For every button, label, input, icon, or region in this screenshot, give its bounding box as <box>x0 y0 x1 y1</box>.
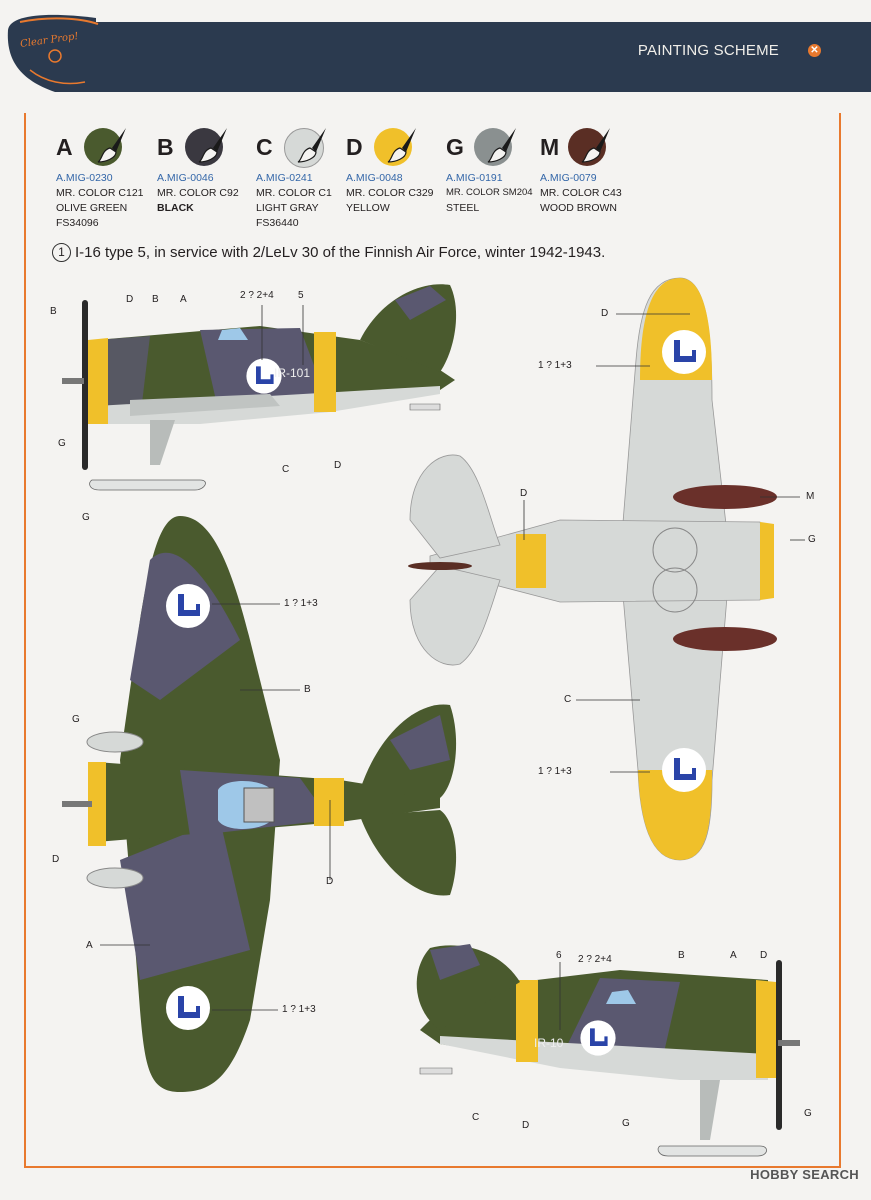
scheme-number: 1 <box>52 243 71 262</box>
callout-label: D <box>522 1120 530 1131</box>
color-swatch-b: B A.MIG-0046 MR. COLOR C92 BLACK <box>157 122 282 232</box>
aircraft-serial: IR-10 <box>534 1036 564 1050</box>
leader-lines <box>100 305 805 1030</box>
callout-label: G <box>804 1108 812 1119</box>
paintbrush-icon <box>487 128 516 163</box>
callout-label: B <box>678 950 685 961</box>
content-frame <box>24 113 841 1168</box>
color-swatch-m: M A.MIG-0079 MR. COLOR C43 WOOD BROWN <box>540 122 665 232</box>
callout-label: G <box>808 534 816 545</box>
color-swatch-d: D A.MIG-0048 MR. COLOR C329 YELLOW <box>346 122 471 232</box>
color-swatch-c: C A.MIG-0241 MR. COLOR C1 LIGHT GRAY FS3… <box>256 122 381 232</box>
paintbrush-icon <box>387 128 416 163</box>
callout-label: 2 ? 2+4 <box>578 954 612 965</box>
callout-label: A <box>730 950 737 961</box>
callout-label: G <box>72 714 80 725</box>
callout-label: 5 <box>298 290 304 301</box>
callout-label: B <box>50 306 57 317</box>
callout-label: 1 ? 1+3 <box>284 598 318 609</box>
callout-label: 1 ? 1+3 <box>282 1004 316 1015</box>
callout-label: D <box>126 294 134 305</box>
callout-label: B <box>304 684 311 695</box>
paintbrush-icon <box>297 128 326 163</box>
scheme-caption-text: I-16 type 5, in service with 2/LeLv 30 o… <box>75 244 606 261</box>
callout-label: 1 ? 1+3 <box>538 360 572 371</box>
callout-label: 1 ? 1+3 <box>538 766 572 777</box>
callout-label: G <box>82 512 90 523</box>
swatch-letter: A <box>56 134 73 160</box>
callout-label: D <box>760 950 768 961</box>
header-marker-icon: ✕ <box>808 44 821 57</box>
watermark: HOBBY SEARCH <box>750 1167 859 1182</box>
top-view <box>62 516 457 1092</box>
callout-label: G <box>58 438 66 449</box>
aircraft-serial: IR-101 <box>274 366 311 380</box>
callout-label: C <box>564 694 572 705</box>
callout-label: 2 ? 2+4 <box>240 290 274 301</box>
color-swatch-a: A A.MIG-0230 MR. COLOR C121 OLIVE GREEN … <box>56 122 181 232</box>
paintbrush-icon <box>97 128 126 163</box>
callout-label: 6 <box>556 950 562 961</box>
callout-label: C <box>472 1112 480 1123</box>
callout-label: D <box>601 308 609 319</box>
callout-label: D <box>52 854 60 865</box>
side-view-left <box>62 284 457 491</box>
page-title: PAINTING SCHEME <box>637 42 779 59</box>
callout-label: B <box>152 294 159 305</box>
color-swatch-g: G A.MIG-0191 MR. COLOR SM204 STEEL <box>446 122 571 232</box>
paintbrush-icon <box>581 128 610 163</box>
side-view-right <box>416 944 800 1157</box>
callout-label: M <box>806 491 815 502</box>
bottom-view <box>408 277 777 861</box>
callout-label: A <box>86 940 93 951</box>
callout-label: C <box>282 464 290 475</box>
callout-label: D <box>334 460 342 471</box>
header-bar <box>0 0 871 95</box>
callout-label: G <box>622 1118 630 1129</box>
callout-label: D <box>326 876 334 887</box>
callout-label: A <box>180 294 187 305</box>
callout-label: D <box>520 488 528 499</box>
paintbrush-icon <box>198 128 227 163</box>
